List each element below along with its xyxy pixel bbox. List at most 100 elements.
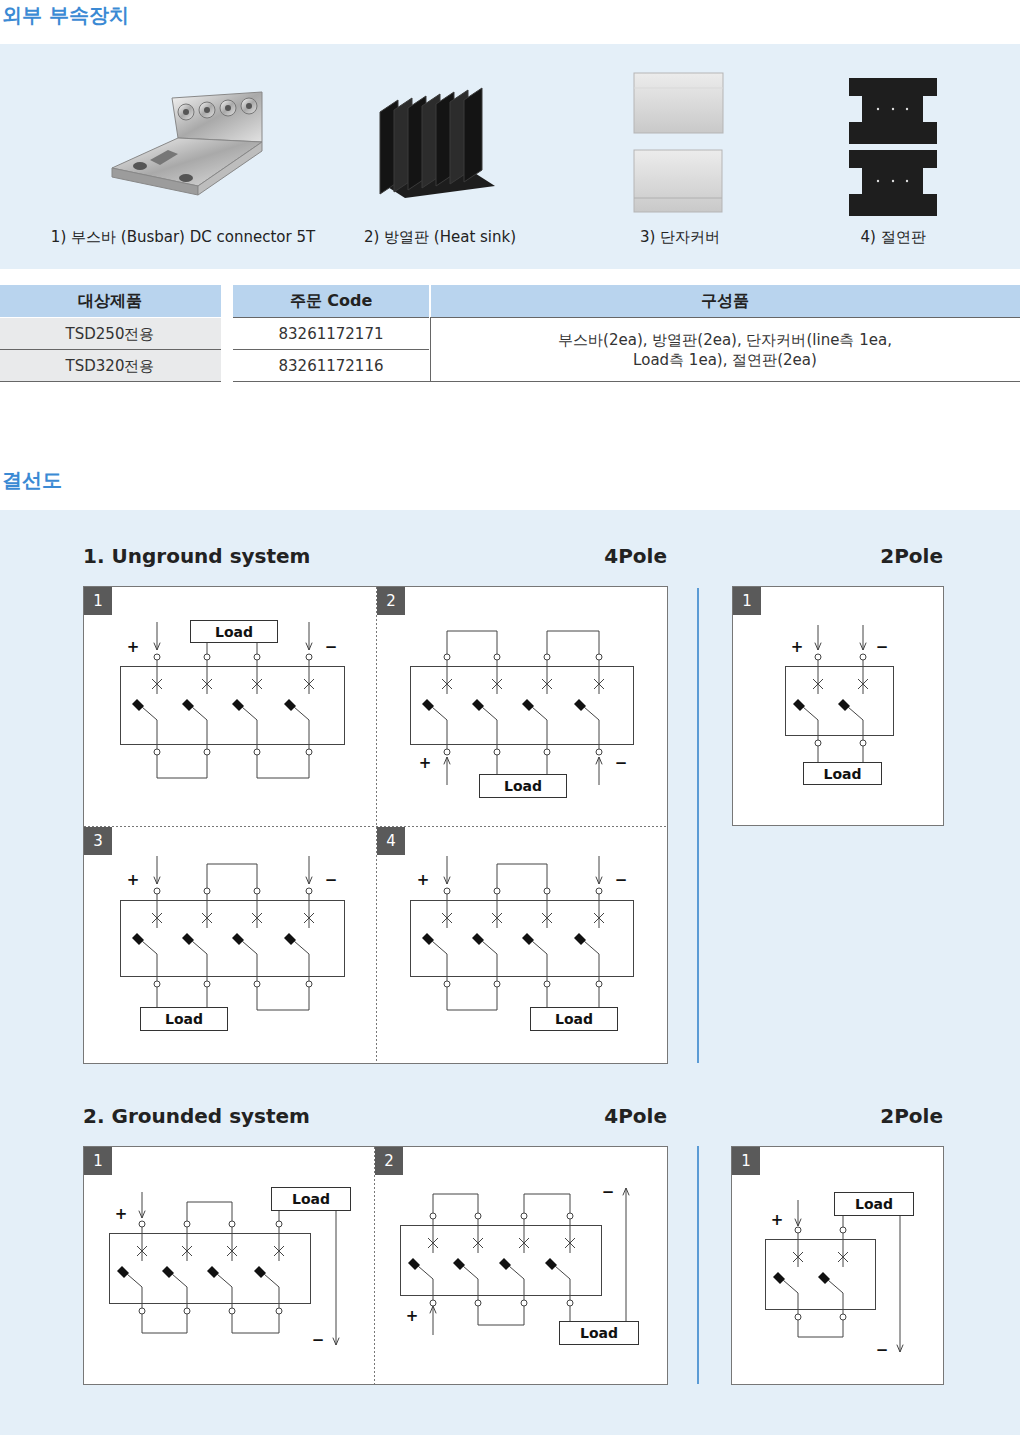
wire xyxy=(157,622,158,650)
switch-contact xyxy=(793,699,805,711)
wire xyxy=(547,894,548,928)
wire xyxy=(798,1293,799,1314)
terminal xyxy=(254,981,260,987)
table-header: 구성품 xyxy=(575,290,875,312)
terminal xyxy=(544,654,550,660)
wire xyxy=(447,954,448,981)
terminal xyxy=(494,888,500,894)
wire xyxy=(542,913,552,923)
breaker-body xyxy=(766,1240,876,1310)
plate-dot xyxy=(892,108,894,110)
panel-number: 4 xyxy=(377,827,405,855)
background-band xyxy=(0,510,1020,1435)
terminal-cover xyxy=(634,73,723,133)
wire xyxy=(519,1238,529,1248)
background-band xyxy=(0,44,1020,269)
wire xyxy=(433,1279,434,1300)
panel-frame xyxy=(84,587,668,1064)
wire xyxy=(900,1216,901,1352)
arrow-head xyxy=(897,1345,903,1352)
polarity-sign: + xyxy=(403,1305,421,1327)
wire xyxy=(594,679,604,689)
wire xyxy=(818,746,819,762)
wire xyxy=(542,679,552,689)
wire xyxy=(192,707,207,720)
wire xyxy=(252,913,262,923)
wire xyxy=(264,1274,279,1287)
plate-dot xyxy=(906,108,908,110)
wire xyxy=(172,1274,187,1287)
wire xyxy=(152,913,162,923)
wire xyxy=(232,1287,233,1308)
load-label: Load xyxy=(504,778,542,794)
insulation-plate xyxy=(849,150,937,216)
terminal xyxy=(306,981,312,987)
wire xyxy=(570,1279,571,1300)
wire xyxy=(309,720,310,749)
wire xyxy=(442,679,452,689)
polarity-sign: + xyxy=(416,752,434,774)
wire xyxy=(473,1238,483,1248)
wire xyxy=(547,720,548,749)
switch-contact xyxy=(232,933,244,945)
wire xyxy=(309,894,310,928)
wire xyxy=(547,755,548,774)
wire xyxy=(157,954,158,981)
wire xyxy=(309,622,310,650)
wire xyxy=(207,894,208,928)
polarity-sign: + xyxy=(124,869,142,891)
wire xyxy=(433,1306,434,1335)
wire xyxy=(157,856,158,884)
arrow-head xyxy=(306,877,312,884)
wire xyxy=(309,660,310,694)
switch-contact xyxy=(422,699,434,711)
busbar-slot xyxy=(150,150,178,165)
wire xyxy=(599,894,600,928)
bolt-hole xyxy=(225,105,231,111)
terminal xyxy=(229,1221,235,1227)
wire xyxy=(599,720,600,749)
wire xyxy=(202,679,212,689)
polarity-sign: − xyxy=(873,1339,891,1361)
part-caption: 3) 단자커버 xyxy=(600,226,760,248)
table-rule xyxy=(431,317,1020,318)
switch-contact xyxy=(472,933,484,945)
terminal xyxy=(139,1221,145,1227)
terminal xyxy=(204,981,210,987)
terminal xyxy=(306,749,312,755)
polarity-sign: + xyxy=(414,869,432,891)
wire xyxy=(279,1287,280,1308)
wire xyxy=(428,1238,438,1248)
terminal xyxy=(204,654,210,660)
wire xyxy=(257,660,258,694)
terminal-cover-edge xyxy=(634,88,723,89)
terminal xyxy=(204,888,210,894)
terminal xyxy=(544,749,550,755)
terminal xyxy=(494,654,500,660)
wire xyxy=(207,954,208,981)
wire xyxy=(599,987,600,1007)
terminal xyxy=(815,654,821,660)
wire xyxy=(432,707,447,720)
wire xyxy=(232,1227,233,1261)
wire xyxy=(492,679,502,689)
wire xyxy=(309,856,310,884)
load-box: Load xyxy=(834,1192,914,1216)
wire xyxy=(418,1266,433,1279)
terminal xyxy=(154,654,160,660)
wire xyxy=(304,679,314,689)
polarity-sign: + xyxy=(788,636,806,658)
wire xyxy=(478,1219,479,1253)
section-heading: 외부 부속장치 xyxy=(2,3,129,27)
wire xyxy=(858,679,868,689)
busbar-edge xyxy=(112,168,198,195)
switch-contact xyxy=(499,1258,511,1270)
wire xyxy=(447,757,448,785)
wire xyxy=(252,913,262,923)
terminal xyxy=(444,981,450,987)
terminal xyxy=(139,1308,145,1314)
wire xyxy=(492,913,502,923)
wire xyxy=(542,679,552,689)
wire xyxy=(242,941,257,954)
